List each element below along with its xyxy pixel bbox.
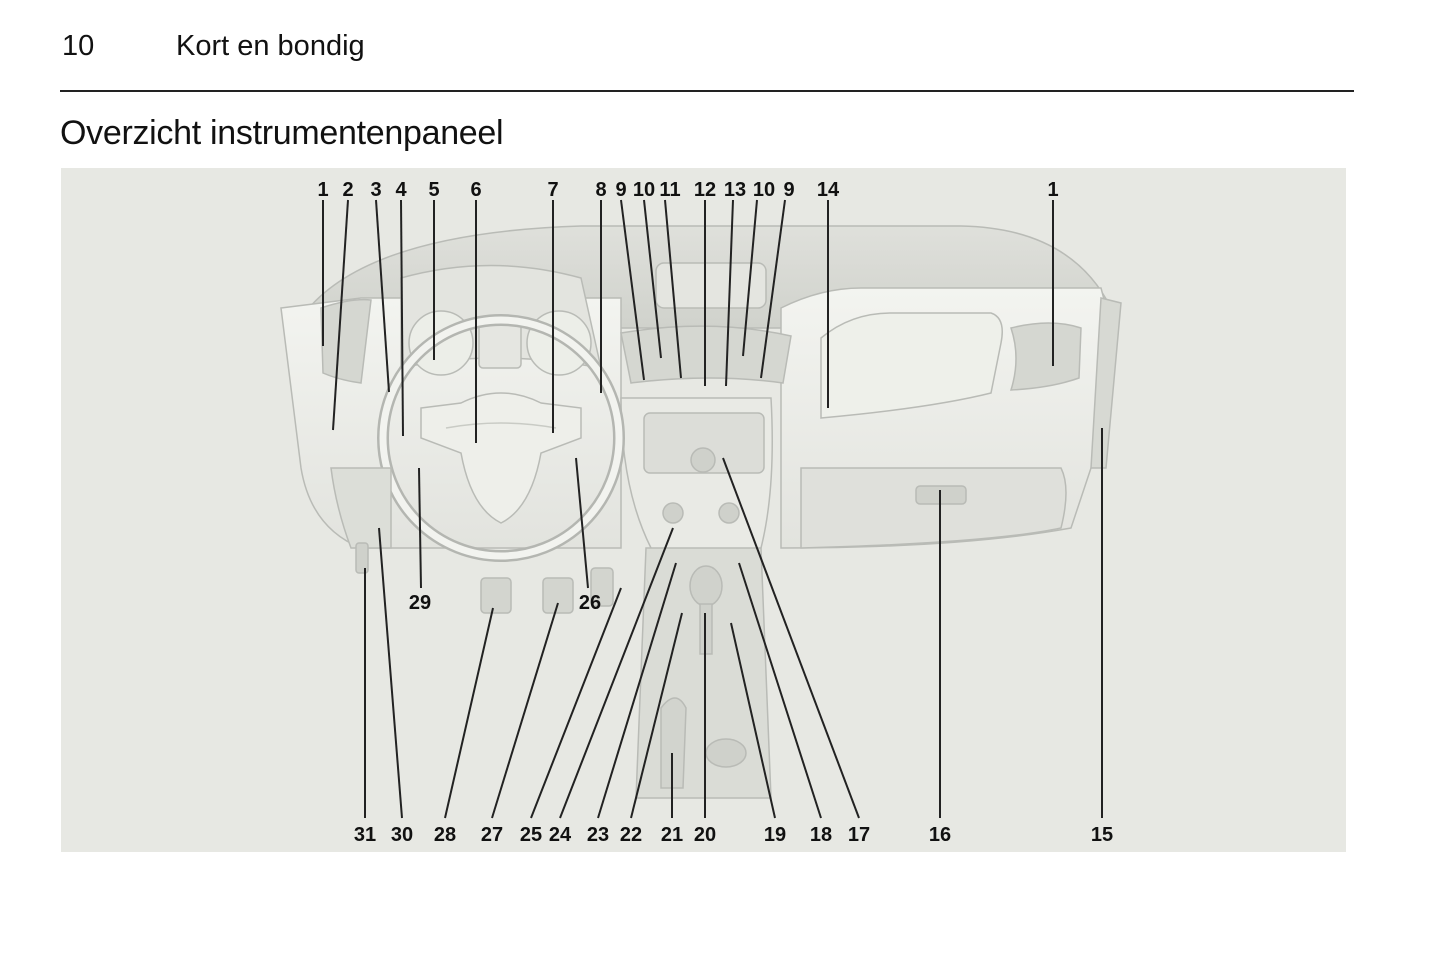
callout-19: 19: [764, 824, 786, 846]
top-callouts: 1 2 3 4 5 6 7 8 9 10 11 12 13 10 9 14 1: [317, 179, 1058, 201]
bottom-callouts: 31 30 28 27 25 24 23 22 21 20 19 18 17 1…: [354, 824, 1113, 846]
callout-12: 12: [694, 179, 716, 201]
callout-5: 5: [428, 179, 439, 201]
callout-11: 11: [659, 179, 680, 201]
dashboard-art: [280, 225, 1122, 799]
callout-1-right: 1: [1047, 179, 1058, 201]
callout-14: 14: [817, 179, 840, 201]
callout-10-left: 10: [633, 179, 655, 201]
callout-4: 4: [395, 179, 407, 201]
callout-30: 30: [391, 824, 413, 846]
bottom-leader-lines: [364, 428, 1103, 819]
inner-callouts: 29 26: [409, 592, 601, 614]
callout-15: 15: [1091, 824, 1113, 846]
page-header: 10 Kort en bondig: [60, 30, 1354, 92]
callout-3: 3: [370, 179, 381, 201]
callout-27: 27: [481, 824, 503, 846]
callout-20: 20: [694, 824, 716, 846]
callout-26: 26: [579, 592, 601, 614]
callout-7: 7: [547, 179, 558, 201]
callout-28: 28: [434, 824, 456, 846]
callout-25: 25: [520, 824, 542, 846]
dashboard-drawing: 1 2 3 4 5 6 7 8 9 10 11 12 13 10 9 14 1 …: [280, 179, 1122, 846]
callout-29: 29: [409, 592, 431, 614]
running-title: Kort en bondig: [176, 30, 365, 62]
callout-1-left: 1: [317, 179, 328, 201]
callout-31: 31: [354, 824, 376, 846]
top-leader-lines: [322, 199, 1054, 443]
section-title: Overzicht instrumentenpaneel: [60, 114, 504, 152]
callout-22: 22: [620, 824, 642, 846]
callout-17: 17: [848, 824, 870, 846]
callout-2: 2: [342, 179, 353, 201]
page-number: 10: [62, 30, 95, 62]
header-rule: [60, 90, 1354, 92]
callout-21: 21: [661, 824, 683, 846]
callout-24: 24: [549, 824, 572, 846]
callout-13: 13: [724, 179, 746, 201]
callout-9-right: 9: [783, 179, 794, 201]
callout-10-right: 10: [753, 179, 775, 201]
callout-8: 8: [595, 179, 606, 201]
callout-18: 18: [810, 824, 832, 846]
callout-6: 6: [470, 179, 481, 201]
dashboard-illustration: 1 2 3 4 5 6 7 8 9 10 11 12 13 10 9 14 1 …: [61, 168, 1346, 852]
callout-9-left: 9: [615, 179, 626, 201]
callout-23: 23: [587, 824, 609, 846]
callout-16: 16: [929, 824, 951, 846]
